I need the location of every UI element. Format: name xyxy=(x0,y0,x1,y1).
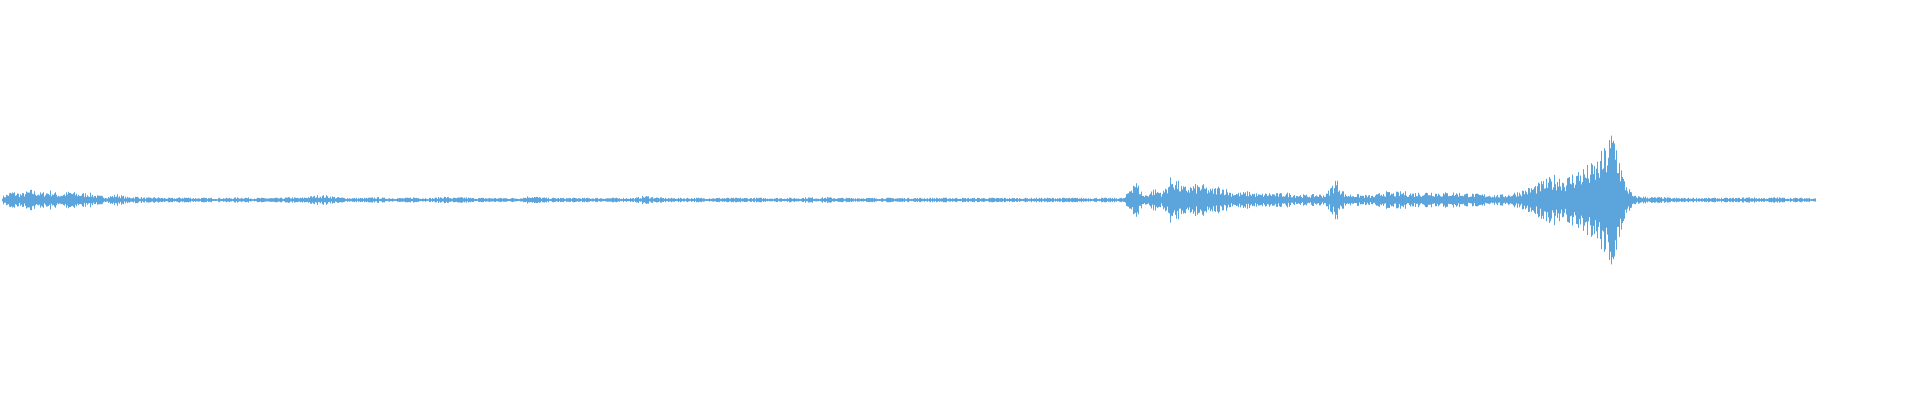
waveform-bars xyxy=(2,135,1816,265)
